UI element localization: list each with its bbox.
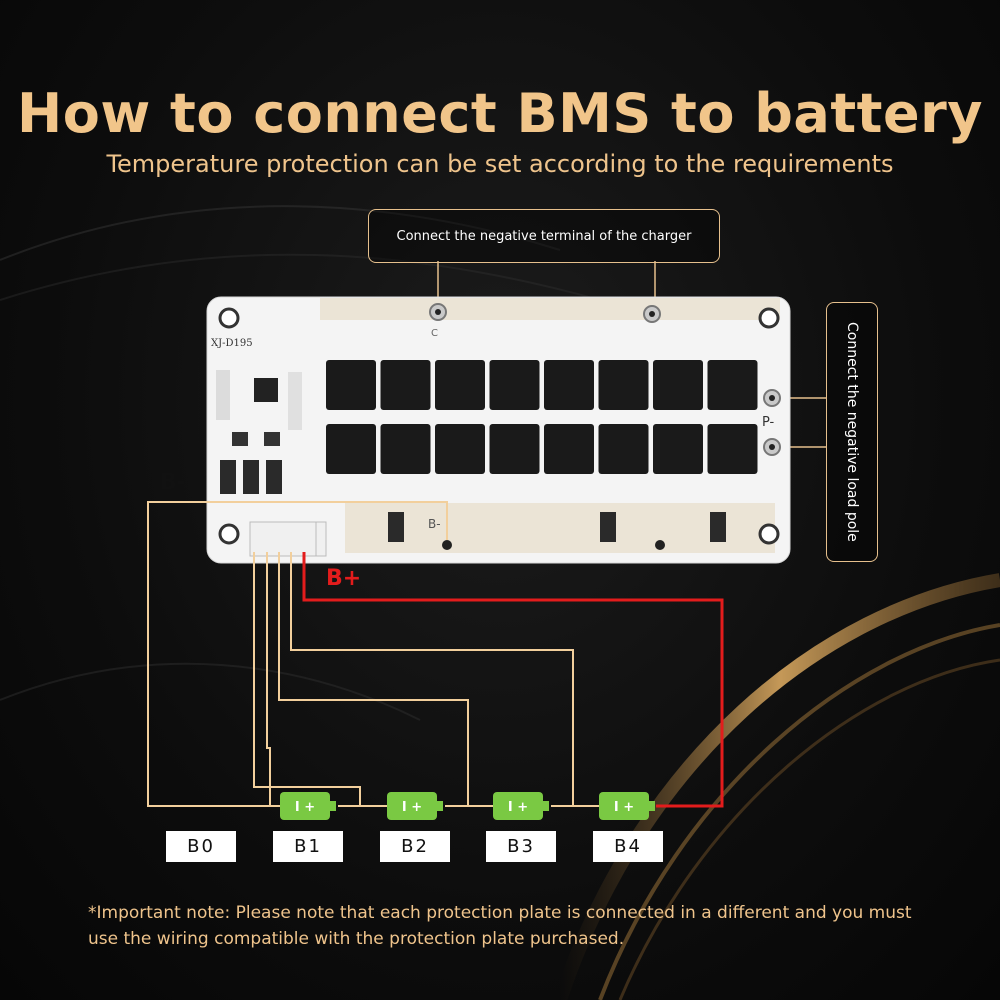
mosfet xyxy=(653,360,703,410)
mosfet-array xyxy=(326,360,758,474)
mosfet xyxy=(380,360,431,410)
mosfet xyxy=(435,424,485,474)
battery-cell-symbol: I + xyxy=(295,800,315,815)
balance-wire-b1 xyxy=(253,552,361,806)
resistor xyxy=(220,460,236,494)
bms-board: XJ-D195 P- B- C xyxy=(206,296,791,564)
cell-label-b1: B1 xyxy=(273,831,343,862)
mosfet xyxy=(489,360,540,410)
balance-wire-b0 xyxy=(266,552,286,807)
battery-cell: I + xyxy=(387,792,443,820)
battery-cell-symbol: I + xyxy=(402,800,422,815)
cell-label-b3: B3 xyxy=(486,831,556,862)
battery-cell: I + xyxy=(599,792,655,820)
b-minus-pad xyxy=(442,540,452,550)
mosfet xyxy=(707,424,758,474)
load-negative-callout-text: Connect the negative load pole xyxy=(844,322,860,542)
b-plus-wire xyxy=(302,552,724,808)
page-title: How to connect BMS to battery xyxy=(17,82,983,145)
cell-label-b0: B0 xyxy=(166,831,236,862)
b-minus-wire xyxy=(147,501,448,807)
cell-label-b4: B4 xyxy=(593,831,663,862)
resistor xyxy=(243,460,259,494)
battery-cell: I + xyxy=(280,792,336,820)
mosfet xyxy=(544,360,594,410)
mounting-hole xyxy=(218,307,240,329)
c-terminal-label: C xyxy=(431,328,438,339)
mosfet xyxy=(598,424,649,474)
mounting-hole xyxy=(218,523,240,545)
b-plus-wire-label: B+ xyxy=(326,566,362,591)
balance-wire-b3 xyxy=(290,552,574,806)
cell-label-b2: B2 xyxy=(380,831,450,862)
charger-negative-callout: Connect the negative terminal of the cha… xyxy=(368,209,720,263)
mosfet xyxy=(380,424,431,474)
mosfet xyxy=(544,424,594,474)
mosfet xyxy=(489,424,540,474)
wires xyxy=(147,501,724,808)
load-negative-callout: Connect the negative load pole xyxy=(826,302,878,562)
mounting-hole xyxy=(758,523,780,545)
mounting-hole xyxy=(758,307,780,329)
mosfet xyxy=(707,360,758,410)
mosfet xyxy=(653,424,703,474)
battery-cells: I + I + I + I + xyxy=(280,792,655,820)
p-minus-label: P- xyxy=(762,415,775,430)
b-minus-pad-label: B- xyxy=(428,517,441,531)
battery-cell: I + xyxy=(493,792,549,820)
battery-cell-symbol: I + xyxy=(614,800,634,815)
balance-connector xyxy=(249,521,317,557)
board-model-text: XJ-D195 xyxy=(211,338,253,349)
controller-chip xyxy=(254,378,278,402)
mosfet xyxy=(326,360,376,410)
b-minus-pad xyxy=(655,540,665,550)
balance-wire-b2 xyxy=(278,552,469,806)
important-note: *Important note: Please note that each p… xyxy=(88,903,912,949)
page-subtitle: Temperature protection can be set accord… xyxy=(106,150,894,178)
charger-negative-callout-text: Connect the negative terminal of the cha… xyxy=(396,228,692,244)
battery-cell-symbol: I + xyxy=(508,800,528,815)
resistor xyxy=(266,460,282,494)
mosfet xyxy=(326,424,376,474)
mosfet xyxy=(598,360,649,410)
b-minus-wire-label: B- xyxy=(160,470,186,495)
mosfet xyxy=(435,360,485,410)
